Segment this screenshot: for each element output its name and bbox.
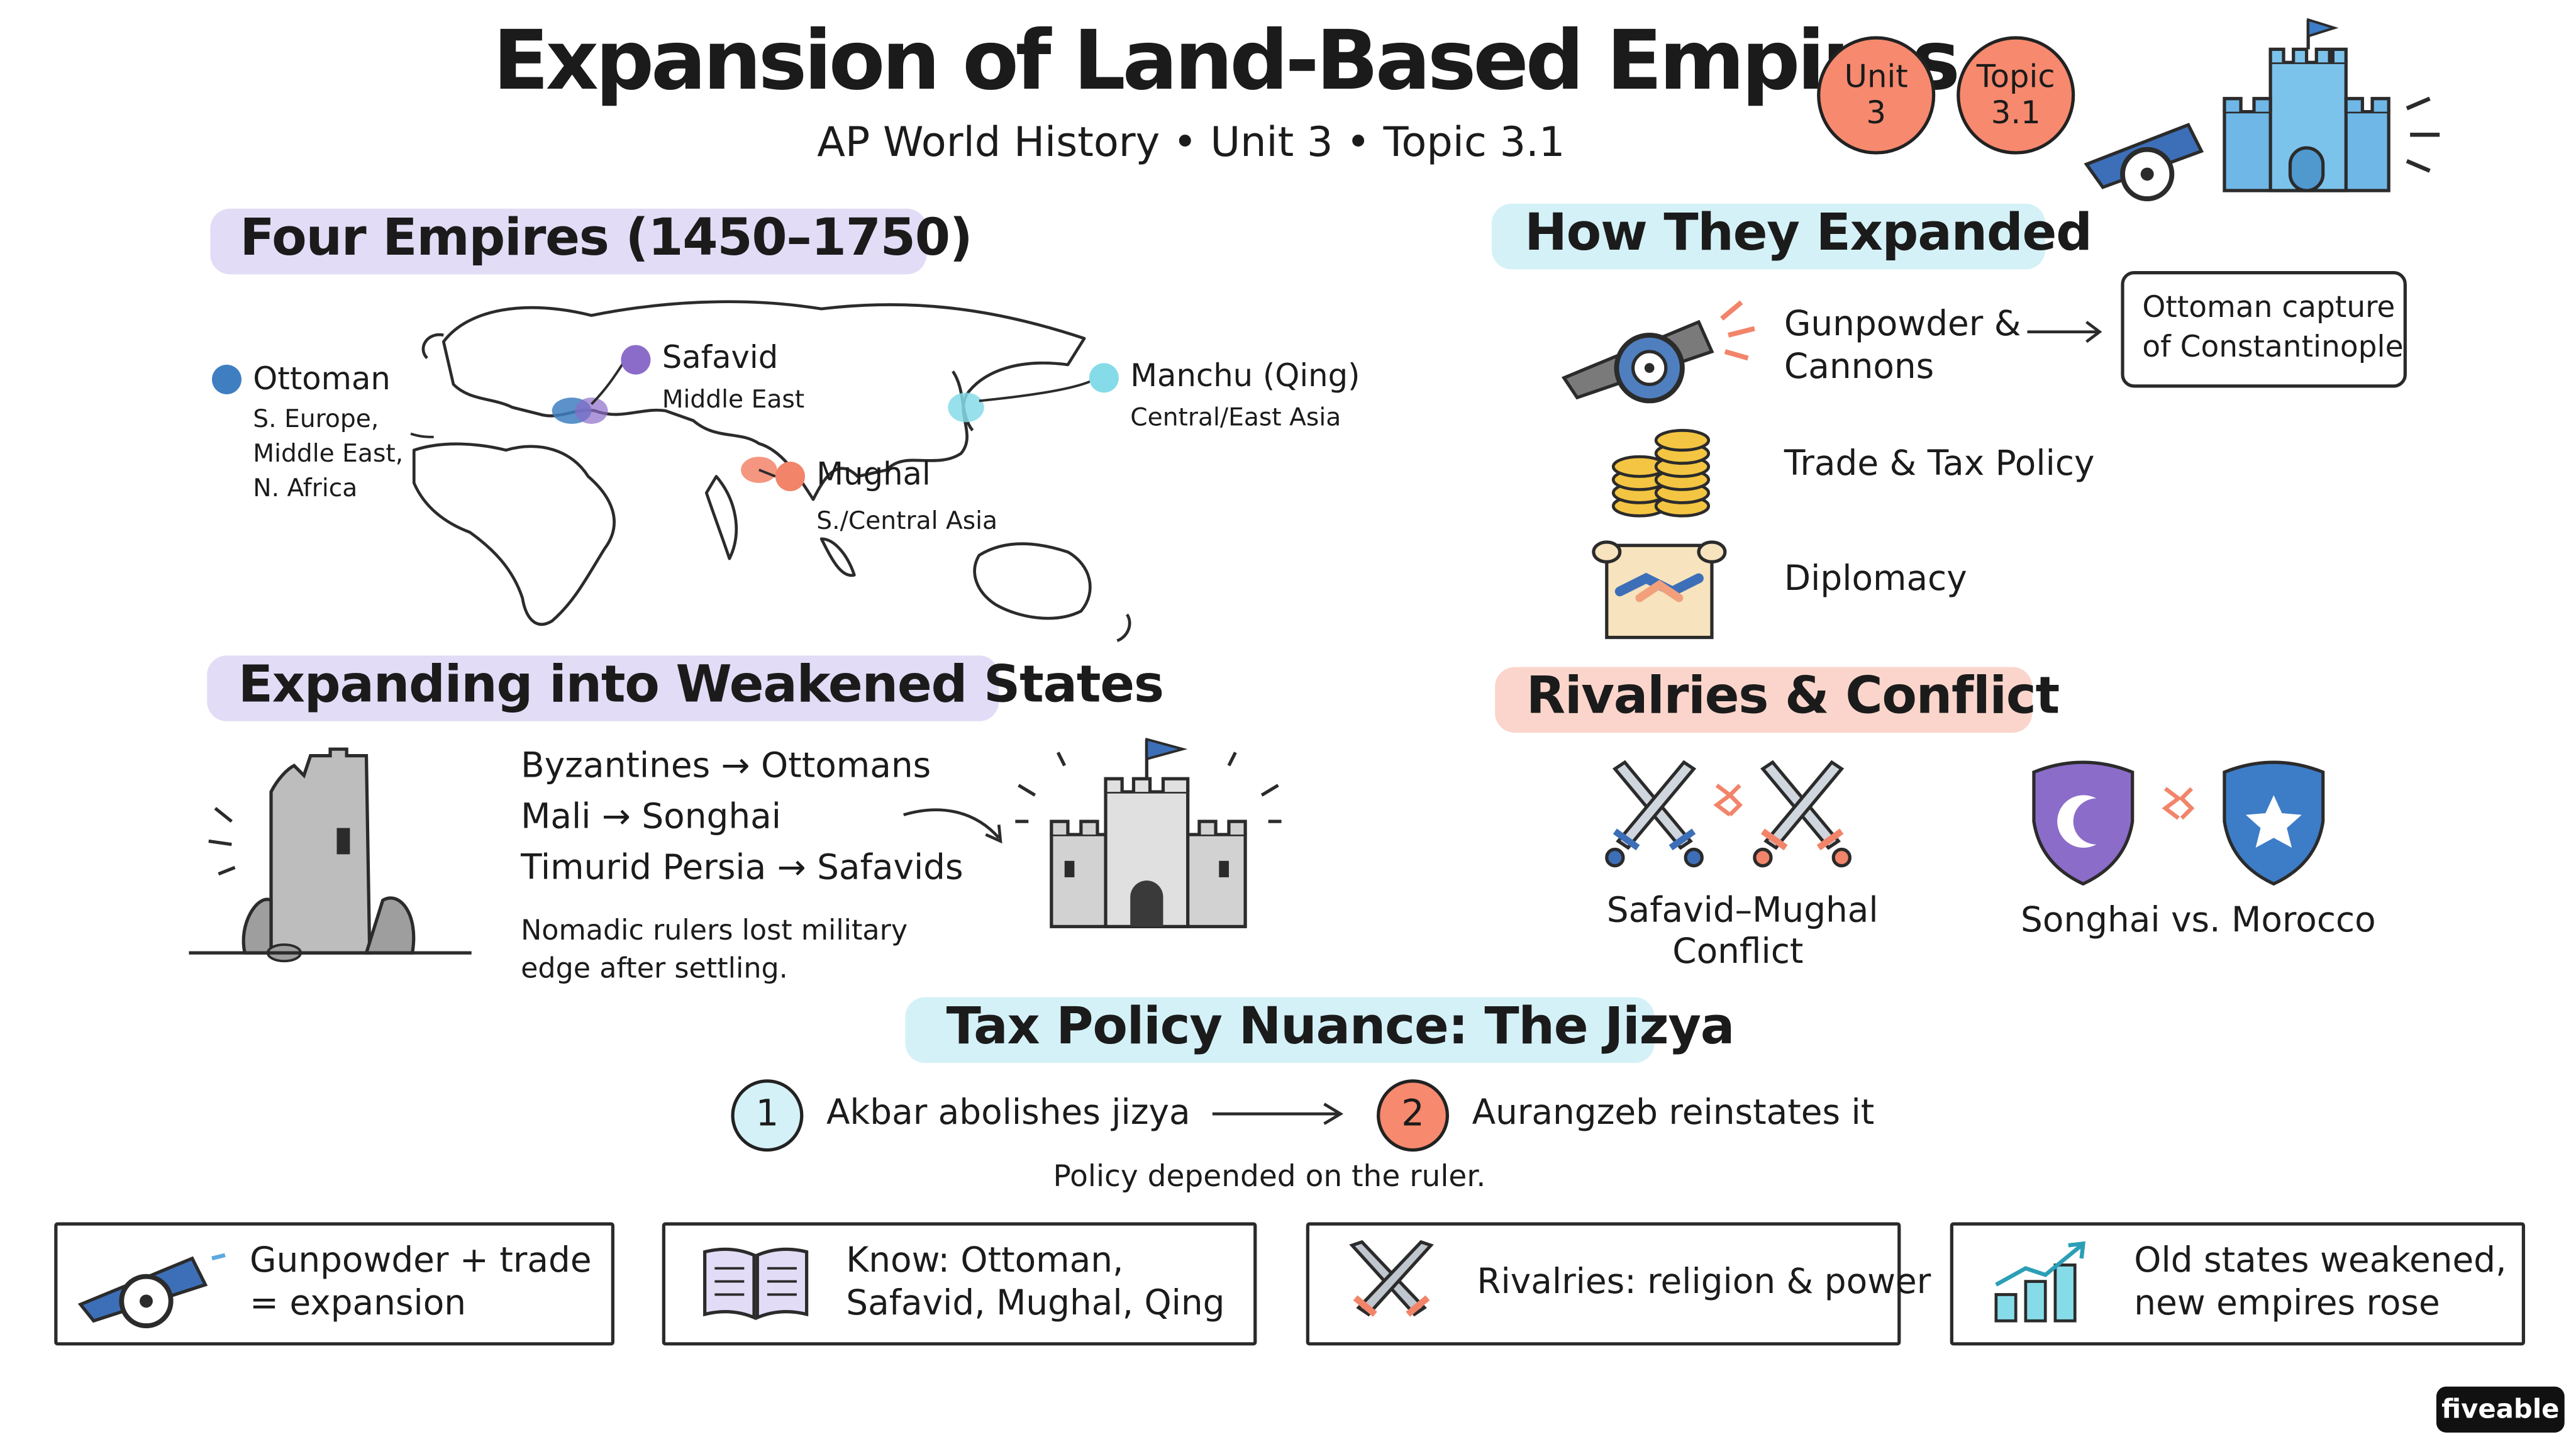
diplomacy-label: Diplomacy <box>1784 558 1967 598</box>
expanding-note-1: Nomadic rulers lost military <box>521 915 908 948</box>
page-title: Expansion of Land-Based Empires <box>492 13 1960 109</box>
how-expanded-heading: How They Expanded <box>1524 203 2092 263</box>
coins-icon <box>1611 429 1711 518</box>
ruined-tower-icon <box>189 747 472 963</box>
trade-tax-label: Trade & Tax Policy <box>1784 443 2095 484</box>
cannon-icon <box>77 1253 226 1329</box>
summary-card-old-states: Old states weakened, new empires rose <box>1950 1222 2526 1346</box>
rivalries-highlight <box>1495 667 2033 733</box>
cannon-icon <box>1561 300 1755 404</box>
expanding-note-2: edge after settling. <box>521 953 788 986</box>
safavid-dot <box>621 345 651 375</box>
jizya-note: Policy depended on the ruler. <box>1053 1160 1486 1195</box>
card-3-line-1: Rivalries: religion & power <box>1477 1262 1931 1301</box>
callout-line-1: Ottoman capture <box>2142 291 2396 326</box>
card-4-line-1: Old states weakened, <box>2134 1240 2507 1280</box>
fiveable-logo: fiveable <box>2436 1386 2565 1433</box>
step-2-text: Aurangzeb reinstates it <box>1472 1092 1875 1132</box>
castle-cannon-icon <box>2084 18 2440 202</box>
crossed-swords-icon <box>1349 1240 1434 1317</box>
songhai-morocco-label: Songhai vs. Morocco <box>2021 900 2376 940</box>
unit-badge: Unit 3 <box>1817 36 1936 155</box>
safavid-mughal-line-1: Safavid–Mughal <box>1606 890 1879 930</box>
transition-3: Timurid Persia → Safavids <box>521 847 963 887</box>
growth-chart-icon <box>1994 1241 2086 1323</box>
expanding-highlight <box>207 655 999 721</box>
how-expanded-highlight <box>1491 203 2046 270</box>
castle-icon <box>1015 737 1282 928</box>
arrow-to-callout-icon <box>2027 321 2102 343</box>
card-4-line-2: new empires rose <box>2134 1283 2440 1323</box>
jizya-arrow-icon <box>1212 1102 1344 1125</box>
page-subtitle: AP World History • Unit 3 • Topic 3.1 <box>817 118 1565 166</box>
transition-2: Mali → Songhai <box>521 796 781 836</box>
gunpowder-line-2: Cannons <box>1784 347 1935 386</box>
ottoman-label: Ottoman <box>253 361 391 398</box>
jizya-heading: Tax Policy Nuance: The Jizya <box>946 997 1735 1057</box>
step-2-circle: 2 <box>1377 1079 1450 1152</box>
gunpowder-line-1: Gunpowder & <box>1784 304 2021 343</box>
unit-badge-label: Unit <box>1844 59 1908 96</box>
topic-badge: Topic 3.1 <box>1957 36 2075 155</box>
card-2-line-1: Know: Ottoman, <box>846 1240 1124 1280</box>
card-1-line-1: Gunpowder + trade <box>250 1240 592 1280</box>
book-icon <box>703 1247 809 1320</box>
handshake-scroll-icon <box>1592 540 1727 640</box>
topic-badge-number: 3.1 <box>1990 95 2041 131</box>
ottoman-region-1: S. Europe, <box>253 404 379 434</box>
safavid-mughal-line-2: Conflict <box>1672 931 1804 971</box>
ottoman-dot <box>211 364 242 394</box>
step-1-circle: 1 <box>731 1079 804 1152</box>
summary-card-know: Know: Ottoman, Safavid, Mughal, Qing <box>662 1222 1257 1346</box>
ottoman-region-3: N. Africa <box>253 473 358 503</box>
crossed-swords-conflict-icon <box>1605 760 1852 868</box>
manchu-dot <box>1089 363 1119 393</box>
mughal-dot <box>775 462 806 492</box>
safavid-label: Safavid <box>662 340 779 377</box>
shields-conflict-icon <box>2032 760 2325 886</box>
ottoman-region-2: Middle East, <box>253 438 404 469</box>
card-2-line-2: Safavid, Mughal, Qing <box>846 1283 1225 1323</box>
four-empires-heading: Four Empires (1450–1750) <box>240 208 972 268</box>
manchu-region: Central/East Asia <box>1130 402 1341 433</box>
world-map <box>410 300 1131 643</box>
arrow-to-castle-icon <box>903 808 1002 844</box>
four-empires-highlight <box>210 208 927 275</box>
safavid-region: Middle East <box>662 384 805 414</box>
expanding-heading: Expanding into Weakened States <box>238 655 1164 715</box>
callout-line-2: of Constantinople <box>2142 330 2404 365</box>
topic-badge-label: Topic <box>1976 59 2055 96</box>
mughal-region: S./Central Asia <box>816 506 998 536</box>
jizya-highlight <box>905 997 1655 1063</box>
unit-badge-number: 3 <box>1866 95 1886 131</box>
manchu-label: Manchu (Qing) <box>1130 358 1360 394</box>
summary-card-gunpowder: Gunpowder + trade = expansion <box>54 1222 614 1346</box>
mughal-label: Mughal <box>816 457 931 493</box>
constantinople-callout: Ottoman capture of Constantinople <box>2121 271 2407 388</box>
transition-1: Byzantines → Ottomans <box>521 745 931 786</box>
step-1-text: Akbar abolishes jizya <box>826 1092 1191 1132</box>
card-1-line-2: = expansion <box>250 1283 467 1323</box>
rivalries-heading: Rivalries & Conflict <box>1526 667 2060 726</box>
summary-card-rivalries: Rivalries: religion & power <box>1306 1222 1931 1346</box>
